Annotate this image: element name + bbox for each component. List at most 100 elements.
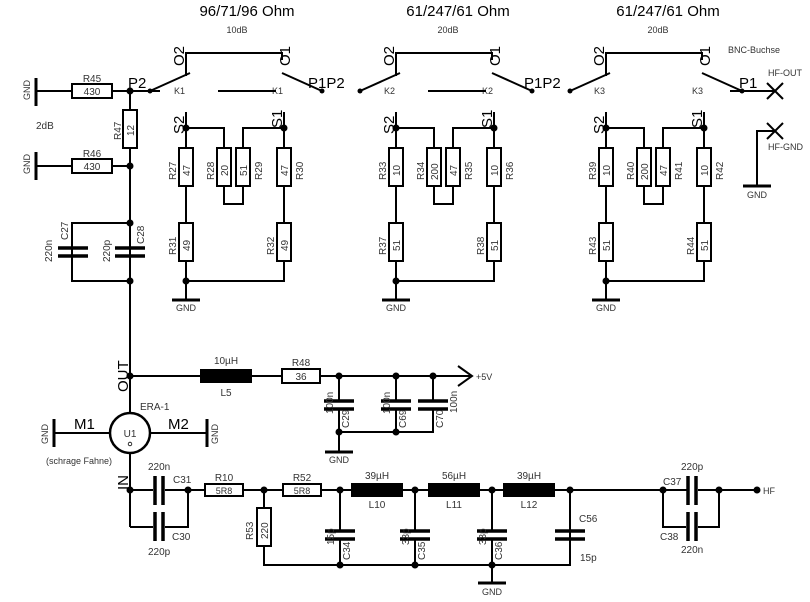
R34-value: 200	[430, 163, 441, 180]
C30-value: 220p	[148, 547, 171, 558]
p2-label: P2	[128, 75, 146, 92]
L11-value: 56µH	[442, 471, 466, 482]
L11-ref: L11	[446, 500, 462, 511]
R42-value: 10	[700, 164, 711, 176]
R44-ref: R44	[686, 236, 697, 255]
inductor-L5	[200, 369, 252, 383]
hf-out-label: HF-OUT	[768, 68, 802, 78]
pp2-label: P1P2	[308, 75, 345, 92]
R33-ref: R33	[378, 161, 389, 180]
R37-ref: R37	[378, 236, 389, 255]
C35-value: 33p	[401, 528, 412, 545]
R30-ref: R30	[295, 161, 306, 180]
R41-ref: R41	[674, 161, 685, 180]
svg-text:R47: R47	[113, 121, 124, 140]
C36-value: 33p	[478, 528, 489, 545]
svg-text:R53: R53	[245, 521, 256, 540]
gnd-label: GND	[176, 303, 197, 313]
L5-value: 10µH	[214, 356, 238, 367]
C28-value: 220p	[102, 239, 113, 262]
R45-value: 430	[84, 87, 101, 98]
in-label: IN	[115, 475, 132, 490]
R27-value: 47	[182, 164, 193, 176]
R30-value: 47	[280, 164, 291, 176]
hf-label: HF	[763, 486, 775, 496]
o2-label: O2	[171, 46, 188, 66]
bnc-label: BNC-Buchse	[728, 45, 780, 55]
u1-part: ERA-1	[140, 402, 170, 413]
s1-label: S1	[479, 110, 496, 128]
R48-value: 36	[295, 372, 307, 383]
C27-value: 220n	[44, 240, 55, 262]
switch-arm	[281, 72, 323, 92]
p1-label: P1	[739, 75, 757, 92]
L10-value: 39µH	[365, 471, 389, 482]
svg-text:GND: GND	[747, 190, 768, 200]
C35-ref: C35	[417, 541, 428, 560]
R46-value: 430	[84, 162, 101, 173]
o1-label: O1	[487, 46, 504, 66]
R32-value: 49	[280, 239, 291, 251]
R33-value: 10	[392, 164, 403, 176]
L12-ref: L12	[521, 500, 538, 511]
relay-label: K3	[594, 86, 605, 96]
relay-label: K2	[482, 86, 493, 96]
section3-impedance: 61/247/61 Ohm	[616, 3, 719, 20]
R28-ref: R28	[206, 161, 217, 180]
section3-attenuation: 20dB	[647, 25, 668, 35]
relay-3-bridge	[605, 52, 703, 76]
R10-value: 5R8	[216, 486, 233, 496]
C31-value: 220n	[148, 462, 170, 473]
supply-arrow-icon	[457, 365, 474, 387]
section2-impedance: 61/247/61 Ohm	[406, 3, 509, 20]
s1-label: S1	[269, 110, 286, 128]
relay-label: K1	[272, 86, 283, 96]
C56-value: 15p	[580, 553, 597, 564]
R36-value: 10	[490, 164, 501, 176]
relay-label: K2	[384, 86, 395, 96]
s1-label: S1	[689, 110, 706, 128]
R42-ref: R42	[715, 161, 726, 180]
supply-label: +5V	[476, 372, 492, 382]
C37-value: 220p	[681, 462, 704, 473]
svg-text:C31: C31	[173, 475, 192, 486]
svg-text:C28: C28	[136, 225, 147, 244]
R28-value: 20	[220, 164, 231, 176]
inductor-L10	[351, 483, 403, 497]
relay-1-bridge	[185, 52, 283, 76]
section1-attenuation: 10dB	[226, 25, 247, 35]
R31-ref: R31	[168, 236, 179, 255]
o2-label: O2	[591, 46, 608, 66]
R38-ref: R38	[476, 236, 487, 255]
R53-value: 220	[260, 522, 271, 539]
svg-text:GND: GND	[210, 424, 220, 445]
C38-value: 220n	[681, 545, 703, 556]
svg-text:R46: R46	[83, 149, 102, 160]
R35-value: 47	[449, 164, 460, 176]
pp2-label: P1P2	[524, 75, 561, 92]
R39-ref: R39	[588, 161, 599, 180]
svg-text:R48: R48	[292, 358, 311, 369]
relay-label: K1	[174, 86, 185, 96]
R36-ref: R36	[505, 161, 516, 180]
C29-ref: C29	[341, 409, 352, 428]
C29-value: 100n	[325, 392, 336, 414]
C36-ref: C36	[494, 541, 505, 560]
u1-label: U1	[124, 429, 137, 440]
hf-terminal	[753, 486, 761, 494]
R27-ref: R27	[168, 161, 179, 180]
C70-ref: C70	[435, 409, 446, 428]
o1-label: O1	[277, 46, 294, 66]
R35-ref: R35	[464, 161, 475, 180]
inductor-L12	[503, 483, 555, 497]
svg-text:GND: GND	[329, 455, 350, 465]
R52-value: 5R8	[294, 486, 311, 496]
R37-value: 51	[392, 239, 403, 251]
hf-gnd-label: HF-GND	[768, 142, 803, 152]
R39-value: 10	[602, 164, 613, 176]
R45-ref: R45	[83, 74, 102, 85]
